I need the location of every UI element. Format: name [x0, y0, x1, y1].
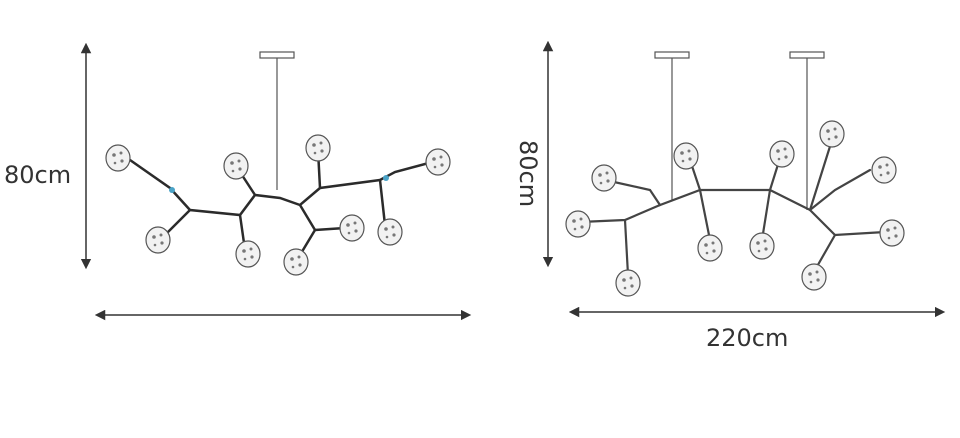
left-chandelier-icon [105, 51, 451, 276]
left-height-label: 80cm [4, 161, 72, 189]
right-chandelier-icon [565, 51, 905, 297]
glass-globe-icon [305, 134, 331, 162]
right-width-label: 220cm [706, 324, 789, 352]
ceiling-canopy-icon [259, 51, 295, 59]
right-height-label: 80cm [514, 140, 542, 208]
